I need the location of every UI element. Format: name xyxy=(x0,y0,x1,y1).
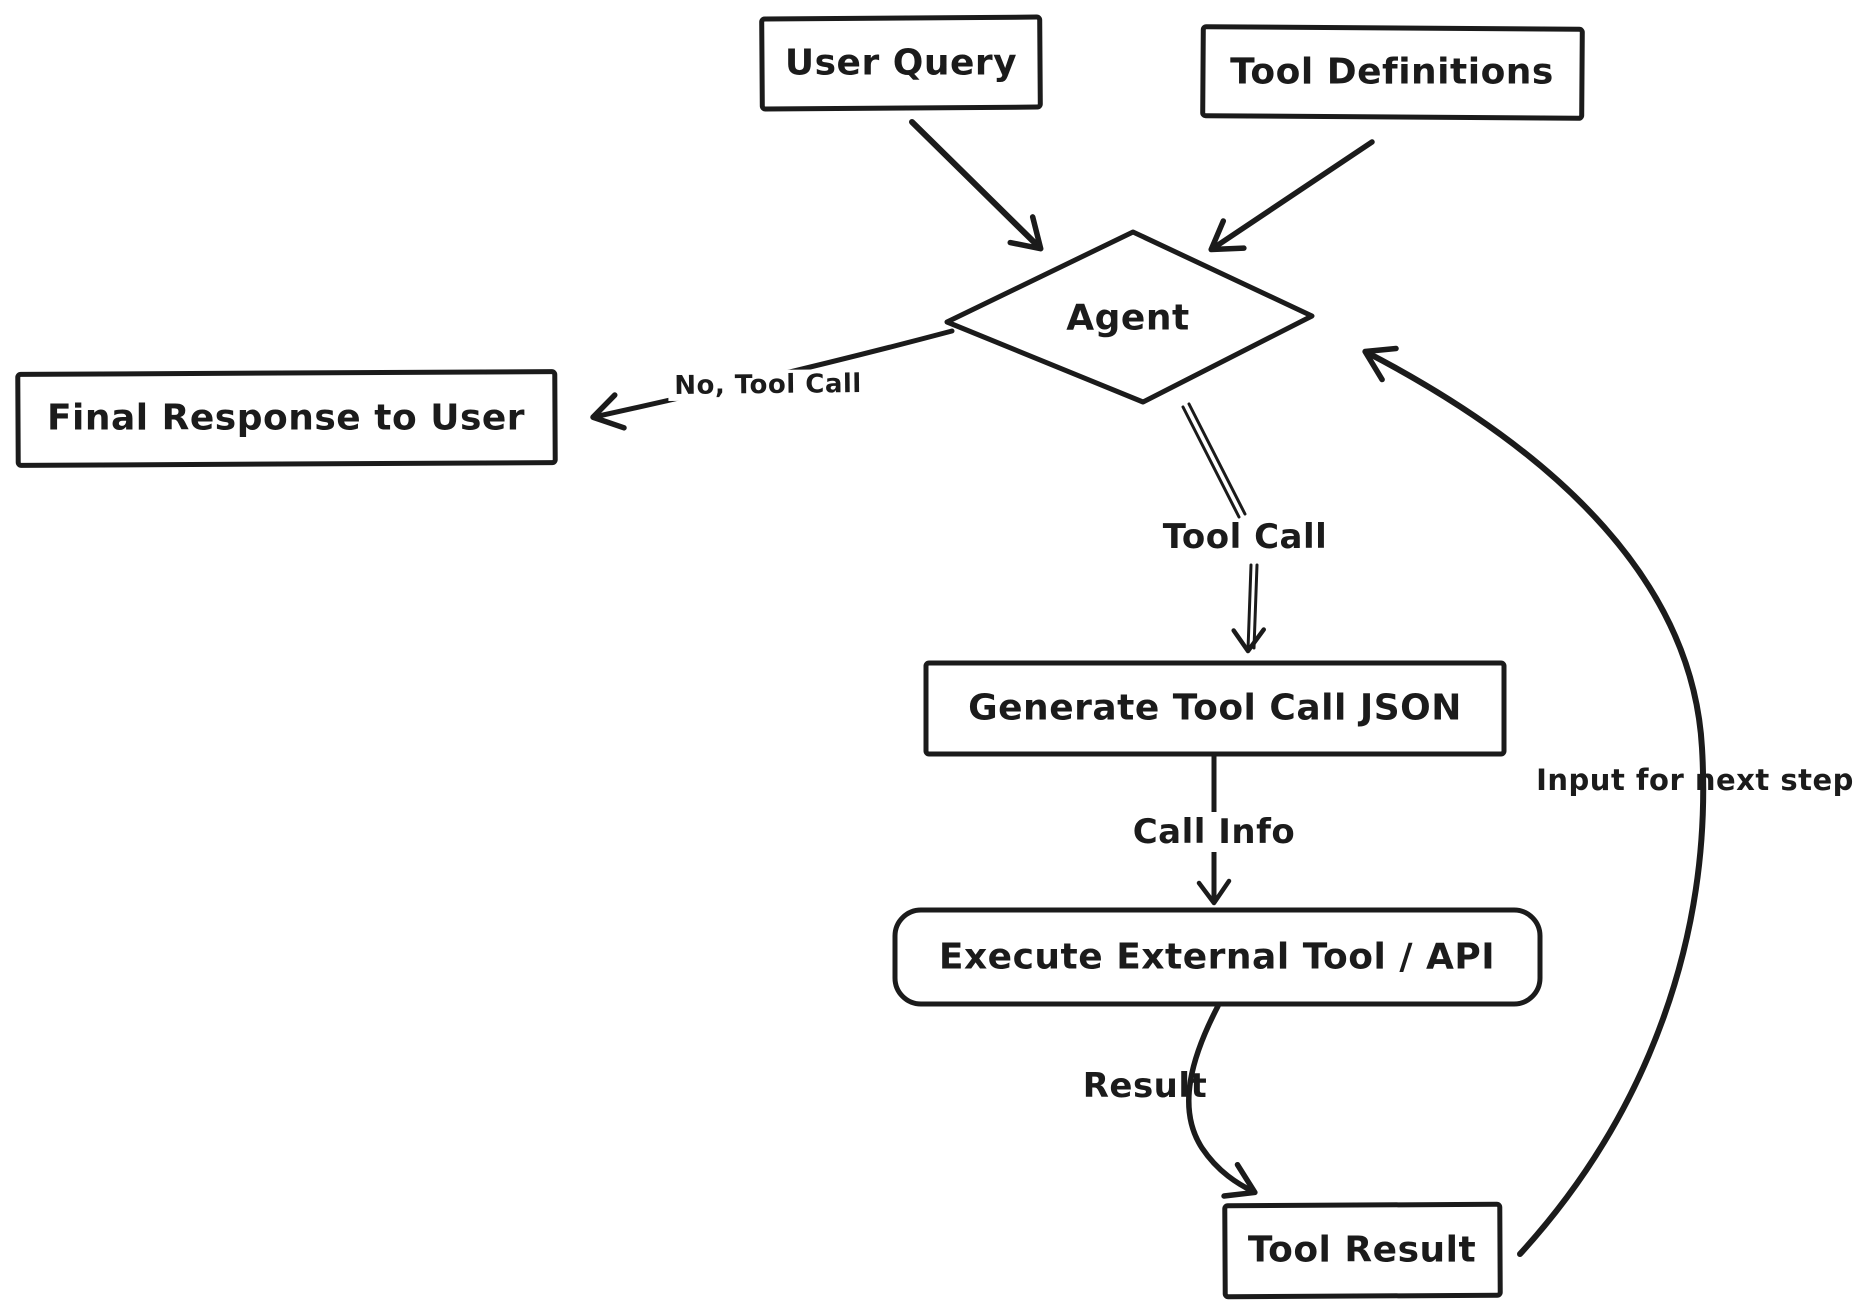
edge-user-query-to-agent xyxy=(909,119,1044,252)
generate-json-label: Generate Tool Call JSON xyxy=(968,687,1462,729)
tool-result-label: Tool Result xyxy=(1247,1229,1477,1271)
final-response-box xyxy=(15,369,558,468)
tool-definitions-label: Tool Definitions xyxy=(1230,51,1554,93)
edge-tool-definitions-to-agent xyxy=(1208,139,1375,253)
edge-label-call-info: Call Info xyxy=(1126,812,1302,852)
agent-label: Agent xyxy=(1066,297,1190,339)
edge-label-result: Result xyxy=(1082,1066,1208,1106)
user-query-label: User Query xyxy=(784,42,1018,84)
edge-label-tool-call: Tool Call xyxy=(1162,517,1328,557)
execute-tool-box xyxy=(892,907,1543,1007)
generate-json-box xyxy=(923,660,1507,757)
execute-tool-label: Execute External Tool / API xyxy=(938,936,1496,978)
edge-label-no-tool-call: No, Tool Call xyxy=(668,368,868,402)
tool-result-box xyxy=(1222,1201,1503,1300)
edge-execute-to-tool-result xyxy=(1186,1003,1258,1199)
user-query-box xyxy=(759,14,1043,112)
edge-label-input-next-step: Input for next step xyxy=(1536,763,1854,797)
final-response-label: Final Response to User xyxy=(46,397,526,439)
edge-tool-result-to-agent xyxy=(1362,345,1707,1257)
edge-agent-to-generate-json xyxy=(1181,402,1266,654)
agent-diamond xyxy=(944,229,1315,405)
tool-definitions-box xyxy=(1200,24,1585,121)
